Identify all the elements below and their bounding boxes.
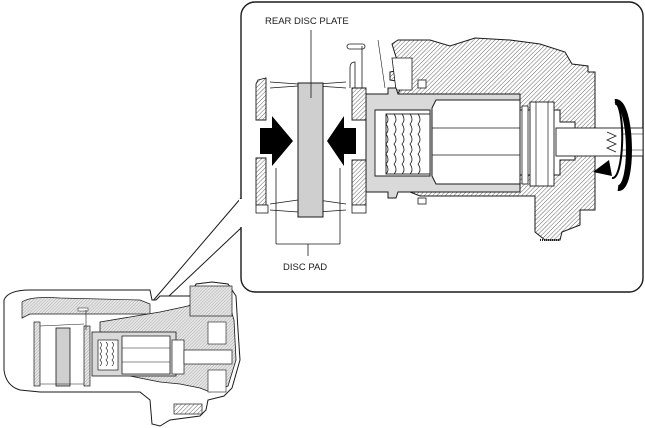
caliper-assembly: [3, 281, 241, 427]
disc-pad-label: DISC PAD: [283, 262, 327, 273]
spindle-nut: [385, 113, 431, 175]
spindle-body: [431, 99, 521, 185]
bearing: [521, 101, 555, 187]
caliper-fingers: [255, 39, 386, 214]
clamp-arrow-right-icon: [260, 116, 293, 166]
rotation-arrow-icon: [593, 99, 632, 191]
rear-disc-plate: [297, 82, 324, 218]
clamp-arrow-left-icon: [327, 116, 356, 166]
detail-callout: REAR DISC PLATE DISC PAD: [127, 1, 644, 331]
rear-disc-plate-label: REAR DISC PLATE: [265, 16, 349, 27]
disc-pad-leader: [275, 168, 341, 256]
